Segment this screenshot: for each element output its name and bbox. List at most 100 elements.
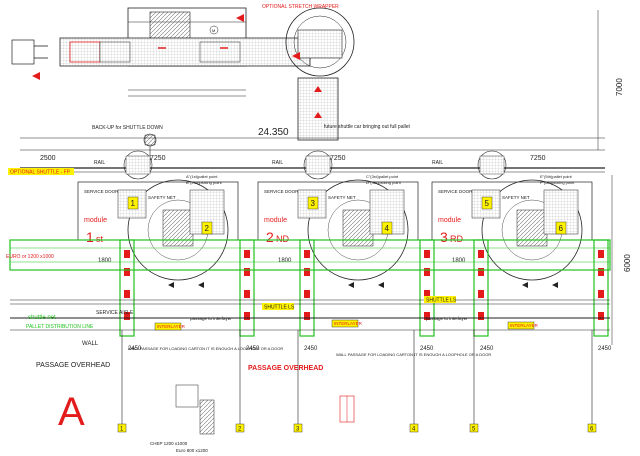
pallet-marker bbox=[124, 250, 130, 258]
pallet-box bbox=[555, 221, 567, 235]
pallet-box bbox=[381, 221, 393, 235]
robot-body bbox=[162, 209, 194, 247]
pallet-marker bbox=[598, 312, 604, 320]
optional-shuttle-bg bbox=[8, 168, 74, 175]
pallet-point-label: E"(5th)pallet point bbox=[540, 174, 573, 179]
shuttle-housing bbox=[123, 150, 153, 180]
wall-passage-note-2: WALL PASSAGE FOR LOADING CARTON IT IS EN… bbox=[336, 352, 491, 357]
robot-body bbox=[342, 209, 374, 247]
dim-7250-b: 7250 bbox=[330, 155, 346, 162]
pallet-marker bbox=[304, 312, 310, 320]
backup-label: BACK-UP for SHUTTLE DOWN bbox=[92, 125, 163, 131]
pallet-marker bbox=[124, 268, 130, 276]
pallet-number: 1 bbox=[131, 199, 136, 208]
pallet-point-label: C"(3rd)pallet point bbox=[366, 174, 399, 179]
flow-arrow bbox=[378, 282, 384, 288]
column-box bbox=[587, 423, 597, 433]
shuttle-ls-bg-1 bbox=[262, 303, 294, 310]
pallet-point-label: A"(1st)pallet point bbox=[186, 174, 218, 179]
pallet-marker bbox=[124, 312, 130, 320]
passage-interlayer-2: passage to interlayer bbox=[426, 316, 468, 321]
column-box bbox=[469, 423, 479, 433]
pallet-number: 3 bbox=[311, 199, 316, 208]
pallet-distribution-label: PALLET DISTRIBUTION LINE bbox=[26, 324, 94, 330]
shuttle-car bbox=[125, 155, 151, 175]
module-label: module bbox=[84, 217, 107, 224]
pallet-marker bbox=[424, 290, 430, 298]
robot-backup bbox=[143, 133, 157, 165]
pallet-number: 6 bbox=[559, 224, 564, 233]
pallet-number: 5 bbox=[485, 199, 490, 208]
euro-label: EURO or 1200 x1000 bbox=[6, 254, 54, 260]
column-box bbox=[235, 423, 245, 433]
robot-reach-circle bbox=[307, 179, 409, 281]
pallet-marker bbox=[424, 250, 430, 258]
shuttle-net-label: shuttle net bbox=[28, 315, 56, 321]
dim-7250-c: 7250 bbox=[530, 155, 546, 162]
bottom-pallets: CHEP 1200 x1000 Euro 800 x1200 bbox=[150, 384, 355, 453]
shuttle-housing bbox=[303, 150, 333, 180]
safety-net-label: SAFETY NET bbox=[328, 195, 356, 200]
pallet-distribution-conveyor bbox=[9, 239, 611, 331]
service-door-label: SERVICE DOOR bbox=[84, 189, 119, 194]
dim-1800: 1800 bbox=[278, 258, 292, 264]
robot-reach-circle bbox=[481, 179, 583, 281]
wall-passage-note-1: WALL PASSAGE FOR LOADING CARTON IT IS EN… bbox=[128, 346, 283, 351]
module-label: module bbox=[438, 217, 461, 224]
safety-net-label: SAFETY NET bbox=[148, 195, 176, 200]
dim-1800: 1800 bbox=[452, 258, 466, 264]
picking-point-label: F"(6th)picking point bbox=[540, 180, 575, 185]
dim-2450: 2450 bbox=[246, 346, 260, 352]
dimension-6000: 6000 bbox=[611, 175, 632, 345]
module-number: 2 bbox=[266, 229, 274, 245]
module-label: module bbox=[264, 217, 287, 224]
shuttle-ls-label-1: SHUTTLE LS bbox=[264, 305, 295, 311]
service-door-label: SERVICE DOOR bbox=[264, 189, 299, 194]
pallet-number: 2 bbox=[205, 224, 210, 233]
pallet-marker bbox=[424, 312, 430, 320]
pallet-box bbox=[201, 221, 213, 235]
svg-text:M: M bbox=[212, 28, 215, 33]
picking-point-label: D"(4th)picking point bbox=[366, 180, 402, 185]
dim-2500: 2500 bbox=[40, 155, 56, 162]
module-number: 1 bbox=[86, 229, 94, 245]
pallet-box bbox=[307, 196, 319, 210]
robot-reach-circle bbox=[127, 179, 229, 281]
interlayers: INTERLAYER INTERLAYER INTERLAYER bbox=[154, 319, 539, 331]
pallet-marker bbox=[244, 290, 250, 298]
dim-2450: 2450 bbox=[128, 346, 142, 352]
pallet-marker bbox=[304, 290, 310, 298]
passage-overhead-label: PASSAGE OVERHEAD bbox=[36, 362, 110, 369]
rail-label-a: RAIL bbox=[94, 160, 105, 166]
pallet-marker bbox=[478, 312, 484, 320]
optional-shuttle-label: OPTIONAL SHUTTLE - FP bbox=[10, 170, 71, 176]
chep-label: CHEP 1200 x1000 bbox=[150, 441, 188, 446]
pallet-box bbox=[127, 196, 139, 210]
dimension-total-width: 24.350 2500 7250 7250 7250 bbox=[20, 127, 605, 162]
rail-label-b: RAIL bbox=[272, 160, 283, 166]
total-width-text: 24.350 bbox=[258, 127, 289, 138]
future-shuttle-label: future shuttle car bringing out full pal… bbox=[324, 124, 410, 130]
passage-overhead-red: PASSAGE OVERHEAD bbox=[248, 365, 323, 372]
module-suffix: RD bbox=[450, 234, 463, 244]
flow-arrow bbox=[552, 282, 558, 288]
interlayer-label-3: INTERLAYER bbox=[510, 323, 539, 328]
dim-7250-a: 7250 bbox=[150, 155, 166, 162]
module-number: 3 bbox=[440, 229, 448, 245]
pallet-marker bbox=[598, 268, 604, 276]
shuttle-housing bbox=[477, 150, 507, 180]
flow-arrow bbox=[168, 282, 174, 288]
pallet-marker bbox=[424, 268, 430, 276]
safety-net-label: SAFETY NET bbox=[502, 195, 530, 200]
dim-1800: 1800 bbox=[98, 258, 112, 264]
pallet-marker bbox=[598, 290, 604, 298]
column-box bbox=[293, 423, 303, 433]
